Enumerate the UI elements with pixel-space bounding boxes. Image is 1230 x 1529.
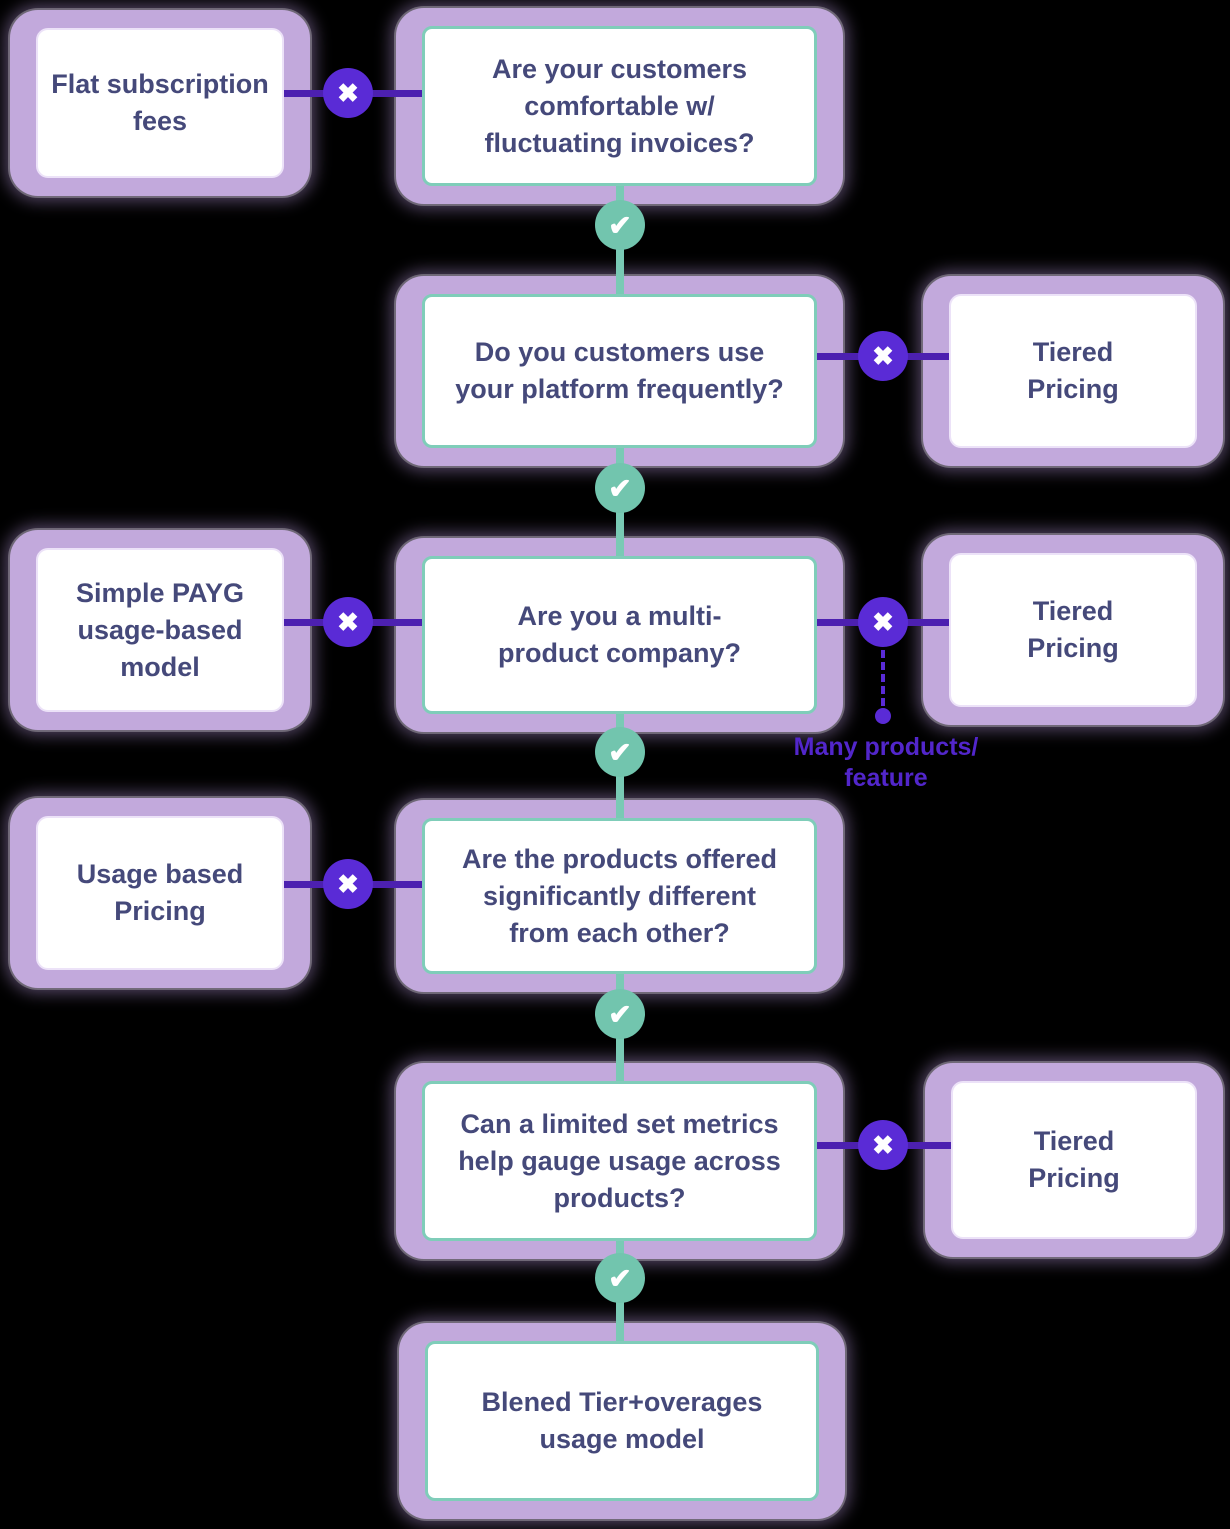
x-glyph: ✖ xyxy=(337,606,359,637)
x-icon: ✖ xyxy=(323,859,373,909)
check-icon: ✔ xyxy=(595,463,645,513)
x-glyph: ✖ xyxy=(337,868,359,899)
outcome-card: Flat subscription fees xyxy=(36,28,284,178)
node-simple-payg: Simple PAYG usage-based model xyxy=(10,530,310,730)
check-glyph: ✔ xyxy=(608,998,632,1030)
x-icon: ✖ xyxy=(323,597,373,647)
node-label: Do you customers use your platform frequ… xyxy=(455,337,784,404)
check-icon: ✔ xyxy=(595,727,645,777)
question-card: Blened Tier+overages usage model xyxy=(425,1341,819,1501)
node-label: Tiered Pricing xyxy=(1028,1126,1120,1193)
node-question-products-different: Are the products offered significantly d… xyxy=(396,800,843,992)
check-icon: ✔ xyxy=(595,200,645,250)
outcome-card: Tiered Pricing xyxy=(949,553,1197,707)
node-label: Simple PAYG usage-based model xyxy=(75,577,245,682)
question-card: Are your customers comfortable w/ fluctu… xyxy=(422,26,817,186)
node-question-multi-product: Are you a multi- product company? xyxy=(396,538,843,732)
node-question-platform-frequency: Do you customers use your platform frequ… xyxy=(396,276,843,466)
x-glyph: ✖ xyxy=(337,77,359,108)
node-label: Are your customers comfortable w/ fluctu… xyxy=(484,53,755,158)
x-icon: ✖ xyxy=(858,1120,908,1170)
outcome-card: Usage based Pricing xyxy=(36,816,284,970)
x-glyph: ✖ xyxy=(872,1129,894,1160)
check-glyph: ✔ xyxy=(608,472,632,504)
x-icon: ✖ xyxy=(858,597,908,647)
node-label: Are you a multi- product company? xyxy=(497,601,741,668)
question-card: Do you customers use your platform frequ… xyxy=(422,294,817,448)
node-blended-tier-overages: Blened Tier+overages usage model xyxy=(399,1323,845,1519)
dashed-connector-line xyxy=(881,650,885,706)
node-flat-subscription-fees: Flat subscription fees xyxy=(10,10,310,196)
x-glyph: ✖ xyxy=(872,606,894,637)
x-icon: ✖ xyxy=(858,331,908,381)
node-label: Usage based Pricing xyxy=(76,859,244,926)
question-card: Are you a multi- product company? xyxy=(422,556,817,714)
outcome-card: Tiered Pricing xyxy=(951,1081,1197,1239)
check-glyph: ✔ xyxy=(608,1262,632,1294)
node-label: Flat subscription fees xyxy=(51,69,269,136)
x-glyph: ✖ xyxy=(872,340,894,371)
node-question-fluctuating-invoices: Are your customers comfortable w/ fluctu… xyxy=(396,8,843,204)
node-tiered-pricing-3: Tiered Pricing xyxy=(925,1063,1223,1257)
node-tiered-pricing-2: Tiered Pricing xyxy=(923,535,1223,725)
check-icon: ✔ xyxy=(595,989,645,1039)
outcome-card: Tiered Pricing xyxy=(949,294,1197,448)
node-label: Blened Tier+overages usage model xyxy=(481,1387,763,1454)
question-card: Are the products offered significantly d… xyxy=(422,818,817,974)
outcome-card: Simple PAYG usage-based model xyxy=(36,548,284,712)
node-label: Are the products offered significantly d… xyxy=(461,843,778,948)
check-icon: ✔ xyxy=(595,1253,645,1303)
node-label: Tiered Pricing xyxy=(1027,596,1119,663)
check-glyph: ✔ xyxy=(608,736,632,768)
node-label: Can a limited set metrics help gauge usa… xyxy=(458,1108,781,1213)
x-icon: ✖ xyxy=(323,68,373,118)
node-usage-based-pricing: Usage based Pricing xyxy=(10,798,310,988)
node-question-limited-metrics: Can a limited set metrics help gauge usa… xyxy=(396,1063,843,1259)
many-products-annotation: Many products/ feature xyxy=(793,733,979,792)
node-tiered-pricing-1: Tiered Pricing xyxy=(923,276,1223,466)
dashed-connector-dot xyxy=(875,708,891,724)
node-label: Tiered Pricing xyxy=(1027,337,1119,404)
question-card: Can a limited set metrics help gauge usa… xyxy=(422,1081,817,1241)
check-glyph: ✔ xyxy=(608,209,632,241)
